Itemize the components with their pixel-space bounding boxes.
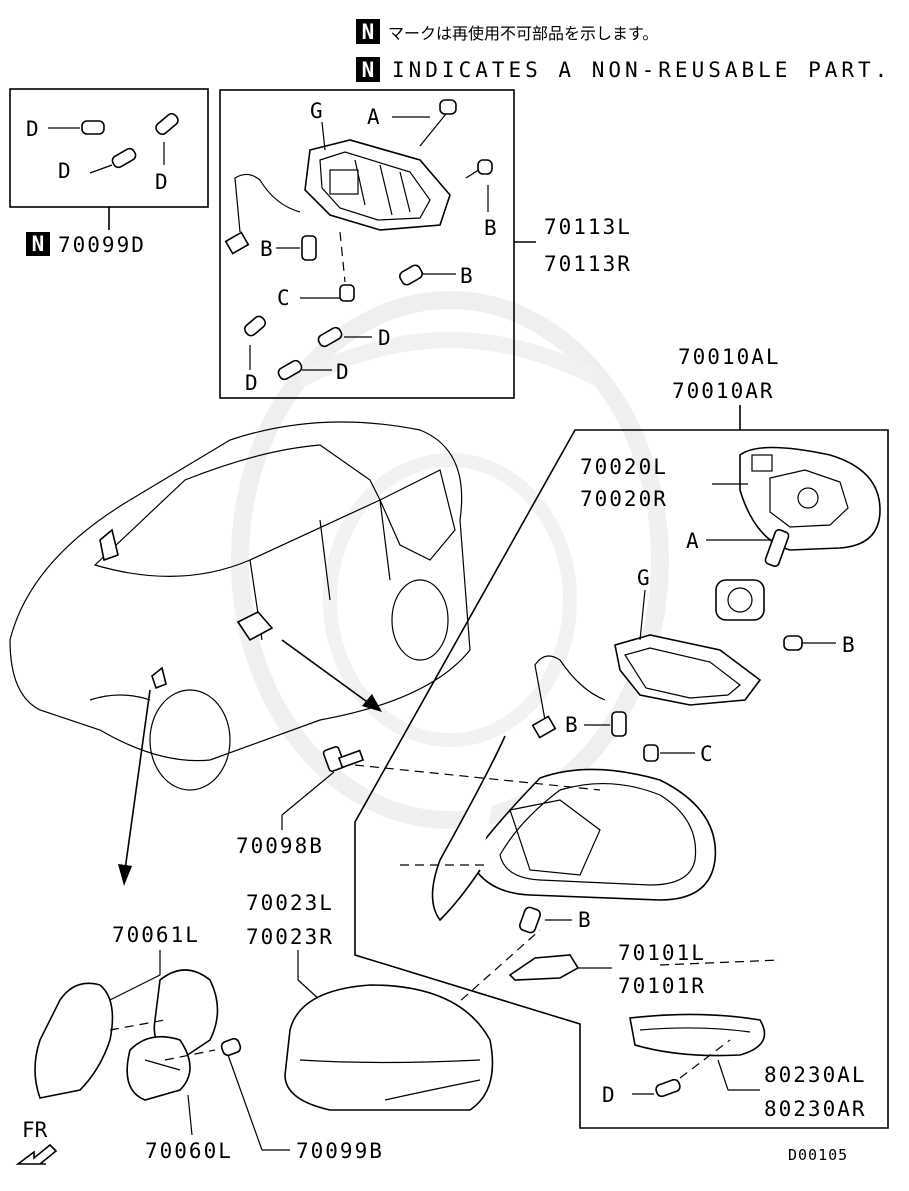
callout-b: B: [484, 216, 497, 240]
part-number-70113L: 70113L: [544, 215, 632, 239]
bolt: [322, 745, 365, 773]
n-badge-letter: N: [362, 58, 375, 82]
callout-b: B: [842, 633, 855, 657]
non-reusable-notice: N マークは再使用不可部品を示します。 N INDICATES A NON-RE…: [356, 19, 891, 82]
callout-c: C: [700, 742, 713, 766]
part-number-70010AL: 70010AL: [678, 345, 781, 369]
callout-d: D: [245, 371, 258, 395]
callout-a: A: [686, 529, 699, 553]
watermark-emblem: [231, 291, 669, 829]
diagram-code: D00105: [788, 1146, 848, 1164]
callout-d: D: [26, 117, 39, 141]
callout-b: B: [260, 237, 273, 261]
n-badge-icon: [356, 57, 380, 82]
part-number-70020L: 70020L: [580, 455, 668, 479]
part-number-70098B: 70098B: [236, 834, 324, 858]
callout-g: G: [637, 566, 650, 590]
fender-mirror: [34, 969, 219, 1101]
n-badge-icon: [26, 232, 50, 256]
callout-g: G: [310, 99, 323, 123]
n-badge-letter: N: [32, 232, 45, 256]
callout-d: D: [58, 159, 71, 183]
front-direction-arrow-icon: [15, 1143, 58, 1165]
mirror-housing: [431, 735, 717, 922]
mirror-glass: [739, 446, 881, 551]
n-badge-letter: N: [362, 20, 375, 44]
callout-c: C: [277, 286, 290, 310]
mirror-actuator: [531, 579, 765, 739]
n-badge-icon: [356, 19, 380, 44]
callout-d: D: [155, 170, 168, 194]
notice-japanese: マークは再使用不可部品を示します。: [388, 24, 658, 43]
screw-kit-box: D D D N 70099D: [9, 88, 209, 257]
part-number-70023L: 70023L: [246, 891, 334, 915]
part-number-70113R: 70113R: [544, 252, 632, 276]
part-number-70101L: 70101L: [618, 941, 706, 965]
power-motor-unit: [224, 139, 451, 255]
notice-english: INDICATES A NON-REUSABLE PART.: [392, 58, 891, 82]
part-number-70023R: 70023R: [246, 925, 334, 949]
direction-label: FR: [22, 1118, 48, 1142]
mirror-cover: [284, 984, 494, 1111]
part-number-70020R: 70020R: [580, 487, 668, 511]
callout-d: D: [378, 326, 391, 350]
part-number-70010AR: 70010AR: [672, 379, 775, 403]
callout-a: A: [367, 105, 380, 129]
motor-box: A B B B C D D D G 70113L 70113R: [219, 89, 632, 399]
part-number-70060L: 70060L: [145, 1139, 233, 1163]
part-number-80230AL: 80230AL: [764, 1063, 867, 1087]
turn-signal-lamp: [629, 1013, 766, 1057]
part-number-70101R: 70101R: [618, 974, 706, 998]
mirror-assembly-outline: [354, 429, 889, 1129]
part-number-70099D: 70099D: [58, 233, 146, 257]
callout-d: D: [602, 1083, 615, 1107]
callout-d: D: [336, 360, 349, 384]
part-number-70099B: 70099B: [296, 1139, 384, 1163]
part-number-80230AR: 80230AR: [764, 1097, 867, 1121]
callout-b: B: [578, 908, 591, 932]
callout-b: B: [565, 713, 578, 737]
vehicle-outline: [9, 421, 471, 791]
callout-b: B: [460, 264, 473, 288]
mirror-pad: [508, 954, 580, 981]
part-number-70061L: 70061L: [112, 923, 200, 947]
